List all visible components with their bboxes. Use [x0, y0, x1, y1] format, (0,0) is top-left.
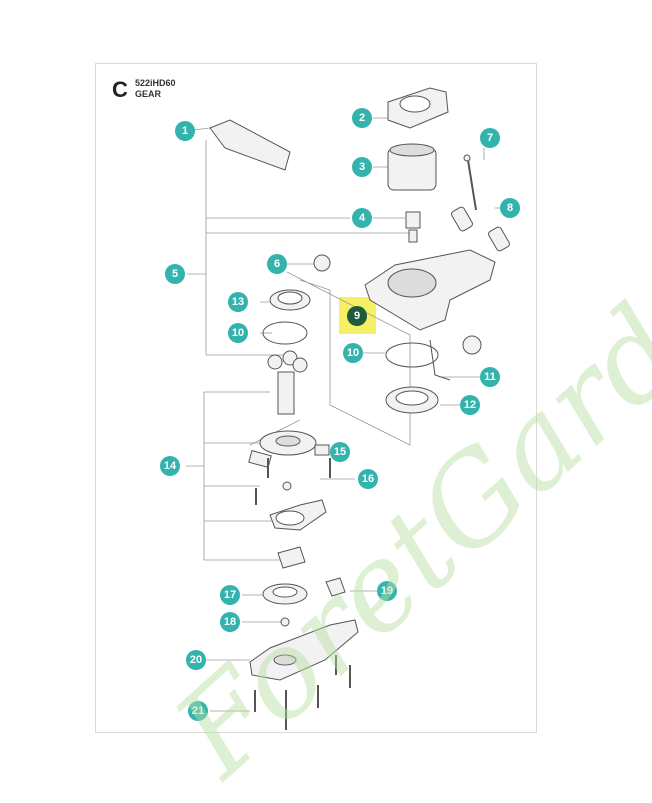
callout-12[interactable]: 12 — [460, 395, 480, 415]
callout-3[interactable]: 3 — [352, 157, 372, 177]
callout-4[interactable]: 4 — [352, 208, 372, 228]
callout-19[interactable]: 19 — [377, 581, 397, 601]
callout-13[interactable]: 13 — [228, 292, 248, 312]
callout-9[interactable]: 9 — [347, 306, 367, 326]
callout-10[interactable]: 10 — [228, 323, 248, 343]
callout-21[interactable]: 21 — [188, 701, 208, 721]
callout-1[interactable]: 1 — [175, 121, 195, 141]
callout-10-second[interactable]: 10 — [343, 343, 363, 363]
callout-16[interactable]: 16 — [358, 469, 378, 489]
callout-20[interactable]: 20 — [186, 650, 206, 670]
callout-7[interactable]: 7 — [480, 128, 500, 148]
callout-14[interactable]: 14 — [160, 456, 180, 476]
callout-15[interactable]: 15 — [330, 442, 350, 462]
section-name: GEAR — [135, 89, 162, 99]
callout-6[interactable]: 6 — [267, 254, 287, 274]
callout-17[interactable]: 17 — [220, 585, 240, 605]
callout-2[interactable]: 2 — [352, 108, 372, 128]
callout-8[interactable]: 8 — [500, 198, 520, 218]
callout-11[interactable]: 11 — [480, 367, 500, 387]
callout-5[interactable]: 5 — [165, 264, 185, 284]
diagram-frame — [95, 63, 537, 733]
callout-18[interactable]: 18 — [220, 612, 240, 632]
model-number: 522iHD60 — [135, 78, 176, 88]
section-letter: C — [112, 77, 128, 102]
